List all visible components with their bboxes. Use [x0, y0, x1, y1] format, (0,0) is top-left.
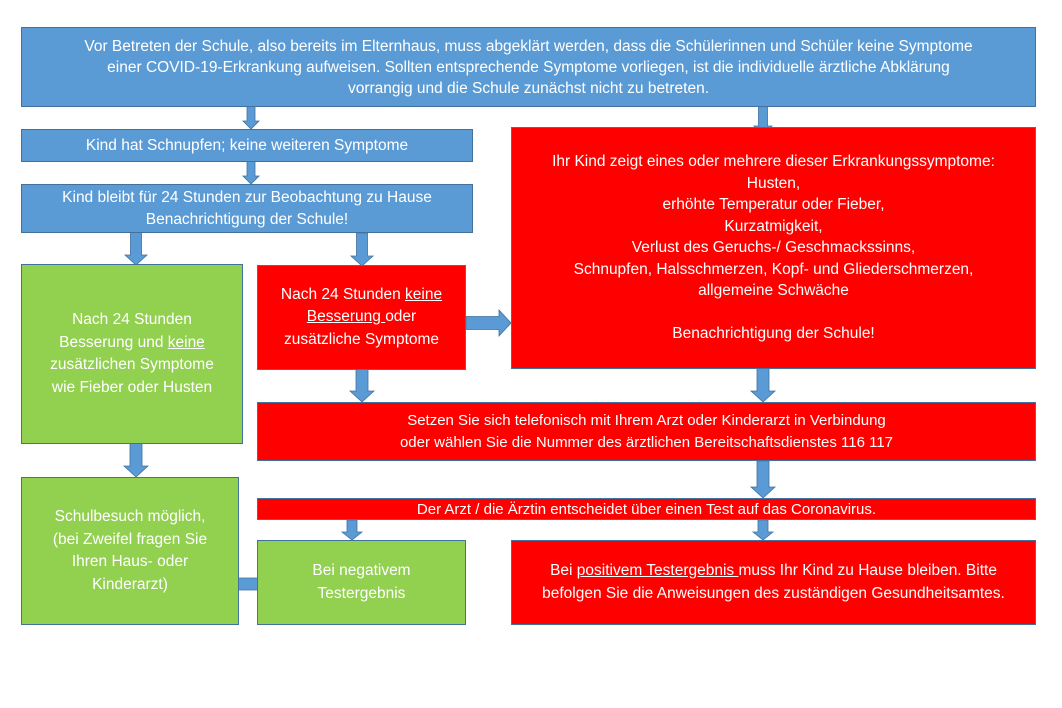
arrow-down-icon	[349, 232, 375, 267]
arrow-right-icon	[465, 308, 512, 338]
stay-home-text: Kind bleibt für 24 Stunden zur Beobachtu…	[62, 188, 432, 228]
intro-text: Vor Betreten der Schule, also bereits im…	[84, 37, 973, 97]
arrow-down-icon	[242, 105, 260, 130]
improvement-text: Nach 24 Stunden Besserung und keine zusä…	[50, 309, 214, 399]
symptom-item: Husten,	[746, 174, 801, 192]
no-improvement-text-emphasis: keine Besserung	[306, 285, 443, 326]
school-possible-text: Schulbesuch möglich, (bei Zweifel fragen…	[52, 508, 208, 593]
no-improvement-text: Nach 24 Stunden keine Besserung oder zus…	[281, 284, 442, 352]
positive-result-box: Bei positivem Testergebnis muss Ihr Kind…	[511, 540, 1036, 625]
symptoms-box: Ihr Kind zeigt eines oder mehrere dieser…	[511, 127, 1036, 369]
symptom-item: Kurzatmigkeit,	[724, 217, 823, 235]
doctor-decides-text: Der Arzt / die Ärztin entscheidet über e…	[416, 500, 877, 518]
symptom-item: Verlust des Geruchs-/ Geschmackssinns,	[631, 239, 916, 257]
symptom-item: erhöhte Temperatur oder Fieber,	[662, 196, 885, 214]
no-improvement-box: Nach 24 Stunden keine Besserung oder zus…	[257, 265, 466, 370]
arrow-down-icon	[348, 368, 376, 403]
arrow-down-icon	[242, 160, 260, 185]
symptoms-notice: Benachrichtigung der Schule!	[672, 325, 875, 343]
stay-home-box: Kind bleibt für 24 Stunden zur Beobachtu…	[21, 184, 473, 233]
symptom-item: Schnupfen, Halsschmerzen, Kopf- und Glie…	[573, 260, 974, 278]
symptoms-intro: Ihr Kind zeigt eines oder mehrere dieser…	[552, 153, 995, 171]
no-improvement-text-part: oder zusätzliche Symptome	[283, 308, 440, 348]
symptom-item: allgemeine Schwäche	[698, 282, 849, 300]
intro-box: Vor Betreten der Schule, also bereits im…	[21, 27, 1036, 107]
negative-result-box: Bei negativem Testergebnis	[257, 540, 466, 625]
improvement-text-part: Nach 24 Stunden Besserung und	[59, 311, 192, 351]
improvement-box: Nach 24 Stunden Besserung und keine zusä…	[21, 264, 243, 444]
positive-result-text-emphasis: positivem Testergebnis	[576, 562, 739, 579]
arrow-down-icon	[751, 519, 775, 541]
runny-nose-text: Kind hat Schnupfen; keine weiteren Sympt…	[85, 136, 409, 154]
positive-result-text: Bei positivem Testergebnis muss Ihr Kind…	[542, 560, 1005, 605]
call-doctor-text: Setzen Sie sich telefonisch mit Ihrem Ar…	[399, 411, 894, 451]
arrow-down-icon	[340, 519, 364, 541]
improvement-text-emphasis: keine	[167, 333, 205, 351]
arrow-down-icon	[122, 442, 150, 478]
call-doctor-box: Setzen Sie sich telefonisch mit Ihrem Ar…	[257, 402, 1036, 461]
no-improvement-text-part: Nach 24 Stunden	[280, 285, 406, 303]
positive-result-text-part: Bei	[550, 562, 577, 579]
school-possible-box: Schulbesuch möglich, (bei Zweifel fragen…	[21, 477, 239, 625]
doctor-decides-box: Der Arzt / die Ärztin entscheidet über e…	[257, 498, 1036, 520]
arrow-down-icon	[749, 367, 777, 403]
improvement-text-part: zusätzlichen Symptome wie Fieber oder Hu…	[50, 356, 214, 396]
positive-result-text-part: muss Ihr Kind zu Hause bleiben. Bitte be…	[542, 562, 1005, 602]
runny-nose-box: Kind hat Schnupfen; keine weiteren Sympt…	[21, 129, 473, 162]
arrow-down-icon	[123, 231, 149, 266]
arrow-down-icon	[749, 460, 777, 499]
negative-result-text: Bei negativem Testergebnis	[312, 562, 411, 602]
